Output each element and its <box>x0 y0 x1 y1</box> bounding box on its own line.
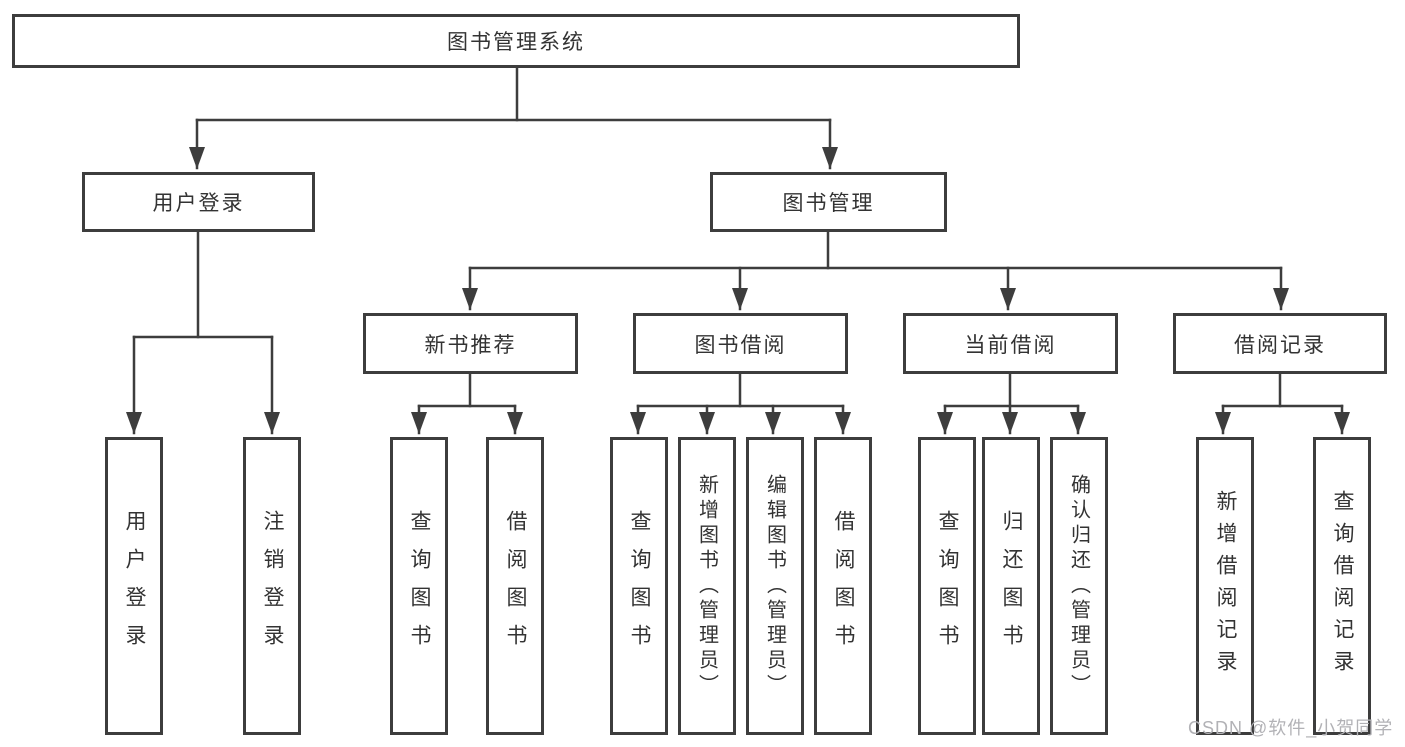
leaf-rec-borrow-book: 借阅图书 <box>486 437 544 735</box>
leaf-cb-return-book: 归还图书 <box>982 437 1040 735</box>
leaf-bb-add-book-admin: 新增图书（管理员） <box>678 437 736 735</box>
leaf-bb-borrow-book: 借阅图书 <box>814 437 872 735</box>
leaf-cb-confirm-return-admin: 确认归还（管理员） <box>1050 437 1108 735</box>
node-user-login: 用户登录 <box>82 172 315 232</box>
leaf-bb-query-book: 查询图书 <box>610 437 668 735</box>
node-book-borrowing: 图书借阅 <box>633 313 848 374</box>
csdn-watermark: CSDN @软件_小贺同学 <box>1188 718 1394 738</box>
node-book-management: 图书管理 <box>710 172 947 232</box>
leaf-user-login: 用户登录 <box>105 437 163 735</box>
leaf-cb-query-book: 查询图书 <box>918 437 976 735</box>
node-borrowing-records: 借阅记录 <box>1173 313 1387 374</box>
leaf-logout: 注销登录 <box>243 437 301 735</box>
leaf-rec-query-book: 查询图书 <box>390 437 448 735</box>
node-library-system: 图书管理系统 <box>12 14 1020 68</box>
node-new-book-recommend: 新书推荐 <box>363 313 578 374</box>
node-current-borrowing: 当前借阅 <box>903 313 1118 374</box>
leaf-bb-edit-book-admin: 编辑图书（管理员） <box>746 437 804 735</box>
leaf-br-query-record: 查询借阅记录 <box>1313 437 1371 735</box>
leaf-br-add-record: 新增借阅记录 <box>1196 437 1254 735</box>
